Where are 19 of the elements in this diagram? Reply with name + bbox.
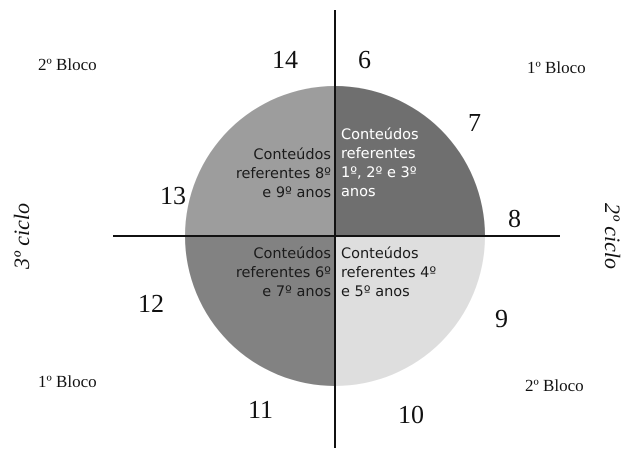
- sector-text: Conteúdos referentes 1º, 2º e 3º anos: [341, 126, 420, 202]
- number-label: 10: [398, 400, 424, 430]
- number-label: 13: [160, 181, 186, 211]
- number-label: 8: [508, 204, 521, 234]
- cycle-label: 3º ciclo: [9, 202, 35, 270]
- number-label: 7: [468, 108, 481, 138]
- block-label: 2º Bloco: [38, 55, 97, 75]
- number-label: 6: [358, 45, 371, 75]
- block-label: 1º Bloco: [38, 372, 97, 392]
- cycle-label: 2º ciclo: [599, 202, 625, 270]
- sector-text: Conteúdos referentes 4º e 5º anos: [341, 245, 438, 302]
- number-label: 14: [272, 45, 298, 75]
- sector-text: Conteúdos referentes 8º e 9º anos: [234, 146, 331, 203]
- number-label: 11: [248, 395, 274, 425]
- number-label: 9: [495, 304, 508, 334]
- sector-text: Conteúdos referentes 6º e 7º anos: [234, 245, 331, 302]
- block-label: 1º Bloco: [527, 58, 586, 78]
- block-label: 2º Bloco: [525, 376, 584, 396]
- number-label: 12: [138, 289, 164, 319]
